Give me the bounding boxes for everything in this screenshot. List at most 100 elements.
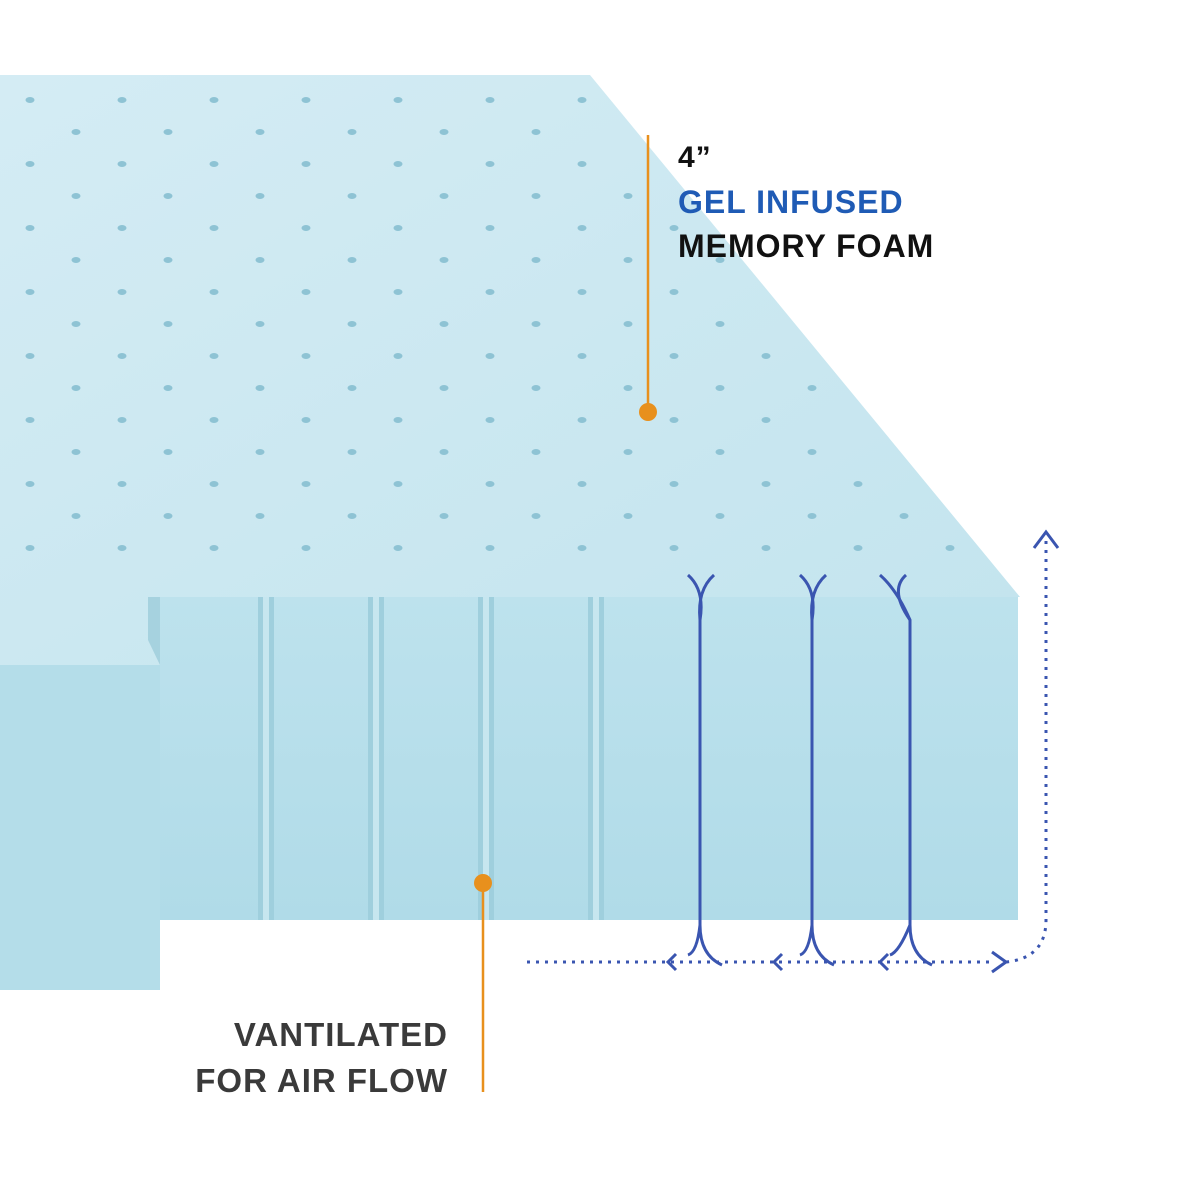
perforation-hole (807, 385, 817, 391)
perforation-hole (301, 417, 311, 423)
perforation-hole (899, 513, 909, 519)
perforation-hole (163, 385, 173, 391)
perforation-hole (761, 417, 771, 423)
top-callout-label: 4” GEL INFUSED MEMORY FOAM (678, 136, 934, 268)
perforation-hole (301, 353, 311, 359)
perforation-hole (209, 545, 219, 551)
bottom-callout-line1: VANTILATED (233, 1016, 448, 1053)
perforation-hole (71, 321, 81, 327)
perforation-hole (393, 161, 403, 167)
perforation-hole (715, 257, 725, 263)
perforation-hole (623, 449, 633, 455)
perforation-hole (531, 385, 541, 391)
perforation-hole (163, 129, 173, 135)
bottom-leader-dot (474, 874, 492, 892)
perforation-hole (577, 481, 587, 487)
perforation-hole (117, 353, 127, 359)
perforation-hole (623, 385, 633, 391)
perforation-hole (623, 321, 633, 327)
perforation-hole (531, 257, 541, 263)
perforation-hole (669, 417, 679, 423)
perforation-hole (163, 449, 173, 455)
perforation-hole (853, 481, 863, 487)
perforation-hole (715, 321, 725, 327)
top-callout-gel-infused: GEL INFUSED (678, 184, 904, 220)
perforation-hole (807, 449, 817, 455)
perforation-hole (393, 417, 403, 423)
perforation-hole (301, 97, 311, 103)
perforation-hole (577, 545, 587, 551)
perforation-hole (25, 545, 35, 551)
perforation-hole (577, 225, 587, 231)
perforation-hole (255, 129, 265, 135)
perforation-hole (945, 545, 955, 551)
perforation-hole (209, 289, 219, 295)
perforation-hole (669, 545, 679, 551)
top-callout-thickness: 4” (678, 141, 712, 174)
perforation-hole (25, 353, 35, 359)
perforation-hole (577, 353, 587, 359)
perforation-hole (25, 417, 35, 423)
perforation-hole (485, 481, 495, 487)
perforation-hole (577, 161, 587, 167)
foam-top-surface (0, 75, 1020, 665)
perforation-hole (531, 449, 541, 455)
perforation-hole (439, 129, 449, 135)
perforation-hole (255, 193, 265, 199)
perforation-hole (209, 97, 219, 103)
perforation-hole (393, 97, 403, 103)
perforation-hole (393, 289, 403, 295)
foam-notch-side (148, 597, 160, 665)
vent-groove-highlight (593, 597, 599, 920)
perforation-hole (485, 545, 495, 551)
perforation-hole (117, 97, 127, 103)
perforation-hole (531, 513, 541, 519)
perforation-hole (347, 513, 357, 519)
perforation-hole (623, 257, 633, 263)
perforation-hole (531, 129, 541, 135)
perforation-hole (347, 449, 357, 455)
foam-left-block (0, 665, 160, 990)
perforation-hole (577, 417, 587, 423)
perforation-hole (255, 257, 265, 263)
vent-groove-highlight (483, 597, 489, 920)
perforation-hole (853, 545, 863, 551)
perforation-hole (623, 513, 633, 519)
perforation-hole (393, 481, 403, 487)
perforation-hole (71, 193, 81, 199)
perforation-hole (393, 353, 403, 359)
perforation-hole (163, 513, 173, 519)
perforation-hole (255, 449, 265, 455)
perforation-hole (255, 321, 265, 327)
perforation-hole (347, 385, 357, 391)
top-callout-memory-foam: MEMORY FOAM (678, 228, 935, 264)
bottom-callout-label: VANTILATED FOR AIR FLOW (195, 1012, 448, 1104)
perforation-hole (715, 513, 725, 519)
perforation-hole (347, 193, 357, 199)
perforation-hole (209, 481, 219, 487)
perforation-hole (807, 513, 817, 519)
perforation-hole (393, 225, 403, 231)
vent-groove-highlight (263, 597, 269, 920)
perforation-hole (25, 161, 35, 167)
perforation-hole (669, 481, 679, 487)
perforation-holes (25, 97, 955, 551)
vent-groove-highlight (373, 597, 379, 920)
perforation-hole (669, 225, 679, 231)
perforation-hole (209, 417, 219, 423)
perforation-hole (25, 289, 35, 295)
perforation-hole (439, 321, 449, 327)
perforation-hole (531, 321, 541, 327)
perforation-hole (117, 545, 127, 551)
perforation-hole (25, 97, 35, 103)
perforation-hole (761, 481, 771, 487)
perforation-hole (255, 385, 265, 391)
perforation-hole (163, 257, 173, 263)
perforation-hole (669, 353, 679, 359)
perforation-hole (485, 417, 495, 423)
bottom-callout-line2: FOR AIR FLOW (195, 1062, 448, 1099)
perforation-hole (485, 225, 495, 231)
perforation-hole (25, 225, 35, 231)
perforation-hole (117, 481, 127, 487)
